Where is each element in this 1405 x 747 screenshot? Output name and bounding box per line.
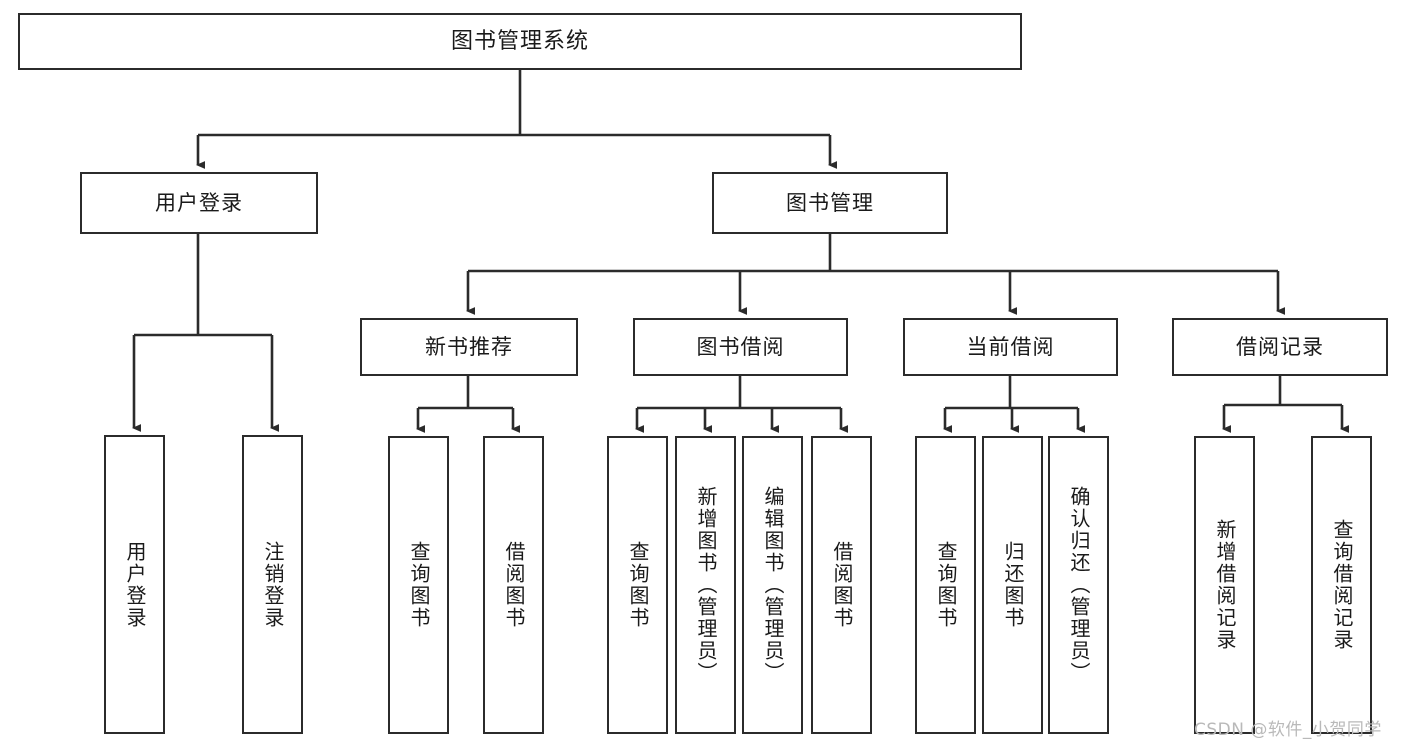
node-label: 图书管理 [786,190,874,215]
node-root-system[interactable]: 图书管理系统 [18,13,1022,70]
node-label: 用户登录 [123,540,147,629]
node-book-borrow[interactable]: 图书借阅 [633,318,848,376]
node-label: 图书借阅 [696,334,785,359]
node-label: 新增借阅记录 [1213,519,1237,651]
node-leaf-borrow-book-recommend[interactable]: 借阅图书 [483,436,544,734]
node-current-borrow[interactable]: 当前借阅 [903,318,1118,376]
node-user-login[interactable]: 用户登录 [80,172,318,234]
node-label: 借阅记录 [1236,334,1324,359]
node-leaf-query-book-current[interactable]: 查询图书 [915,436,976,734]
node-label: 查询图书 [626,541,650,629]
node-leaf-query-borrow-record[interactable]: 查询借阅记录 [1311,436,1372,734]
node-leaf-query-book-recommend[interactable]: 查询图书 [388,436,449,734]
node-leaf-add-borrow-record[interactable]: 新增借阅记录 [1194,436,1255,734]
node-leaf-return-book[interactable]: 归还图书 [982,436,1043,734]
node-label: 借阅图书 [830,541,854,629]
node-new-book-recommend[interactable]: 新书推荐 [360,318,578,376]
node-label: 新书推荐 [425,334,513,359]
node-leaf-user-login[interactable]: 用户登录 [104,435,165,734]
node-label: 注销登录 [261,540,285,629]
node-label: 查询借阅记录 [1330,519,1354,651]
node-label: 借阅图书 [502,541,526,629]
node-label: 图书管理系统 [450,28,589,54]
node-label: 新增图书（管理员） [694,486,718,684]
node-label: 确认归还（管理员） [1067,486,1091,684]
node-leaf-logout[interactable]: 注销登录 [242,435,303,734]
node-label: 当前借阅 [966,334,1055,359]
node-book-manage[interactable]: 图书管理 [712,172,948,234]
node-leaf-edit-book[interactable]: 编辑图书（管理员） [742,436,803,734]
node-leaf-confirm-return[interactable]: 确认归还（管理员） [1048,436,1109,734]
node-label: 用户登录 [155,190,243,215]
node-leaf-add-book[interactable]: 新增图书（管理员） [675,436,736,734]
node-label: 查询图书 [934,541,958,629]
node-leaf-borrow-book[interactable]: 借阅图书 [811,436,872,734]
node-leaf-query-book-borrow[interactable]: 查询图书 [607,436,668,734]
node-label: 查询图书 [407,541,431,629]
node-borrow-record[interactable]: 借阅记录 [1172,318,1388,376]
node-label: 归还图书 [1001,541,1025,629]
node-label: 编辑图书（管理员） [761,486,785,684]
